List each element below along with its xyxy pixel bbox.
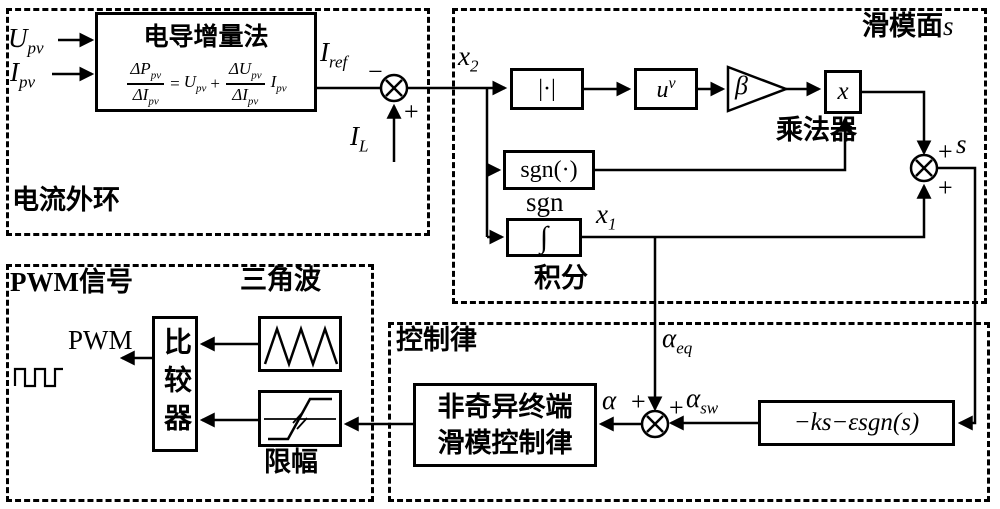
fraction-2: ΔUpv ΔIpv — [225, 59, 265, 107]
upv-base: U — [8, 23, 28, 53]
sum2-plus-bottom: + — [938, 173, 953, 202]
multiplier-label: 乘法器 — [776, 115, 857, 145]
wire-sgn-to-mult — [595, 116, 853, 172]
beta-gain-label: β — [735, 71, 748, 100]
ipv-label: Ipv — [10, 58, 35, 91]
sgn-box: sgn(·) — [503, 150, 595, 190]
alpha-eq-label: αeq — [662, 323, 693, 358]
ntsm-line1: 非奇异终端 — [437, 391, 573, 422]
uv-symbol: uv — [656, 74, 676, 103]
sgn-label: sgn — [526, 187, 564, 217]
limiter-label: 限幅 — [264, 447, 318, 477]
gain-triangle — [726, 65, 790, 113]
alpha-sw-label: αsw — [686, 383, 719, 418]
control-law-group — [388, 322, 990, 502]
triangle-wave-icon — [263, 325, 339, 368]
summing-junction-1 — [379, 73, 409, 103]
fraction-1: ΔPpv ΔIpv — [127, 59, 165, 107]
ipv-sub: pv — [19, 72, 36, 92]
sliding-surface-title: 滑模面s — [862, 11, 954, 41]
upv-sub: pv — [27, 38, 44, 58]
sliding-surface-group — [452, 8, 987, 304]
wire-s-to-ks — [937, 166, 977, 431]
multiplier-symbol: x — [837, 78, 849, 105]
ntsm-control-box: 非奇异终端 滑模控制律 — [413, 383, 597, 467]
ipv-base: I — [10, 57, 19, 87]
control-law-title: 控制律 — [396, 325, 477, 355]
current-loop-title: 电流外环 — [12, 185, 120, 215]
comparator-label: 比较器 — [160, 327, 191, 441]
wire-mult-to-sum2 — [862, 90, 932, 156]
sum1-minus-sign: − — [368, 57, 383, 86]
incremental-conductance-formula: ΔPpv ΔIpv = Upv + ΔUpv ΔIpv Ipv — [125, 59, 287, 107]
sum3-plus-right: + — [669, 393, 684, 422]
abs-symbol: |·| — [538, 75, 556, 102]
uv-box: uv — [634, 68, 698, 110]
comparator-box: 比较器 — [152, 316, 198, 452]
triangle-wave-box — [258, 316, 342, 372]
pwm-output-label: PWM — [68, 325, 133, 355]
i-term: Ipv — [270, 72, 287, 95]
current-loop-group — [6, 8, 430, 236]
alpha-label: α — [602, 385, 617, 415]
u-term: Upv — [183, 72, 207, 95]
square-wave-icon — [13, 367, 63, 388]
il-label: IL — [350, 121, 369, 156]
sum1-plus-sign: + — [404, 97, 419, 126]
pwm-group — [6, 264, 374, 502]
x1-label: x1 — [596, 199, 617, 234]
upv-label: Upv — [8, 24, 44, 57]
iref-label: Iref — [320, 37, 348, 72]
incremental-conductance-title: 电导增量法 — [143, 24, 269, 52]
integral-symbol: ∫ — [539, 220, 549, 254]
s-output-label: s — [956, 129, 967, 159]
x2-label: x2 — [458, 41, 479, 76]
triangle-wave-label: 三角波 — [240, 265, 321, 295]
summing-junction-2 — [909, 153, 939, 183]
pwm-group-title: PWM信号 — [10, 267, 133, 297]
wire-x1-to-sum2 — [582, 183, 932, 239]
sum2-plus-top: + — [938, 137, 953, 166]
limiter-box — [258, 390, 342, 447]
integrator-box: ∫ — [506, 218, 582, 257]
saturation-icon — [264, 397, 336, 441]
plus-sign: + — [210, 73, 220, 93]
sum3-plus-left: + — [631, 387, 646, 416]
ks-sgn-expression: −ks−εsgn(s) — [793, 409, 920, 436]
abs-box: |·| — [510, 68, 584, 110]
ks-sgn-box: −ks−εsgn(s) — [758, 400, 955, 446]
integrator-label: 积分 — [534, 263, 588, 293]
sgn-symbol: sgn(·) — [520, 156, 578, 183]
ntsm-line2: 滑模控制律 — [437, 428, 573, 458]
summing-junction-3 — [640, 409, 670, 439]
multiplier-box: x — [824, 70, 862, 114]
incremental-conductance-box: 电导增量法 ΔPpv ΔIpv = Upv + ΔUpv ΔIpv Ipv — [95, 12, 317, 112]
equals-sign: = — [170, 73, 180, 93]
